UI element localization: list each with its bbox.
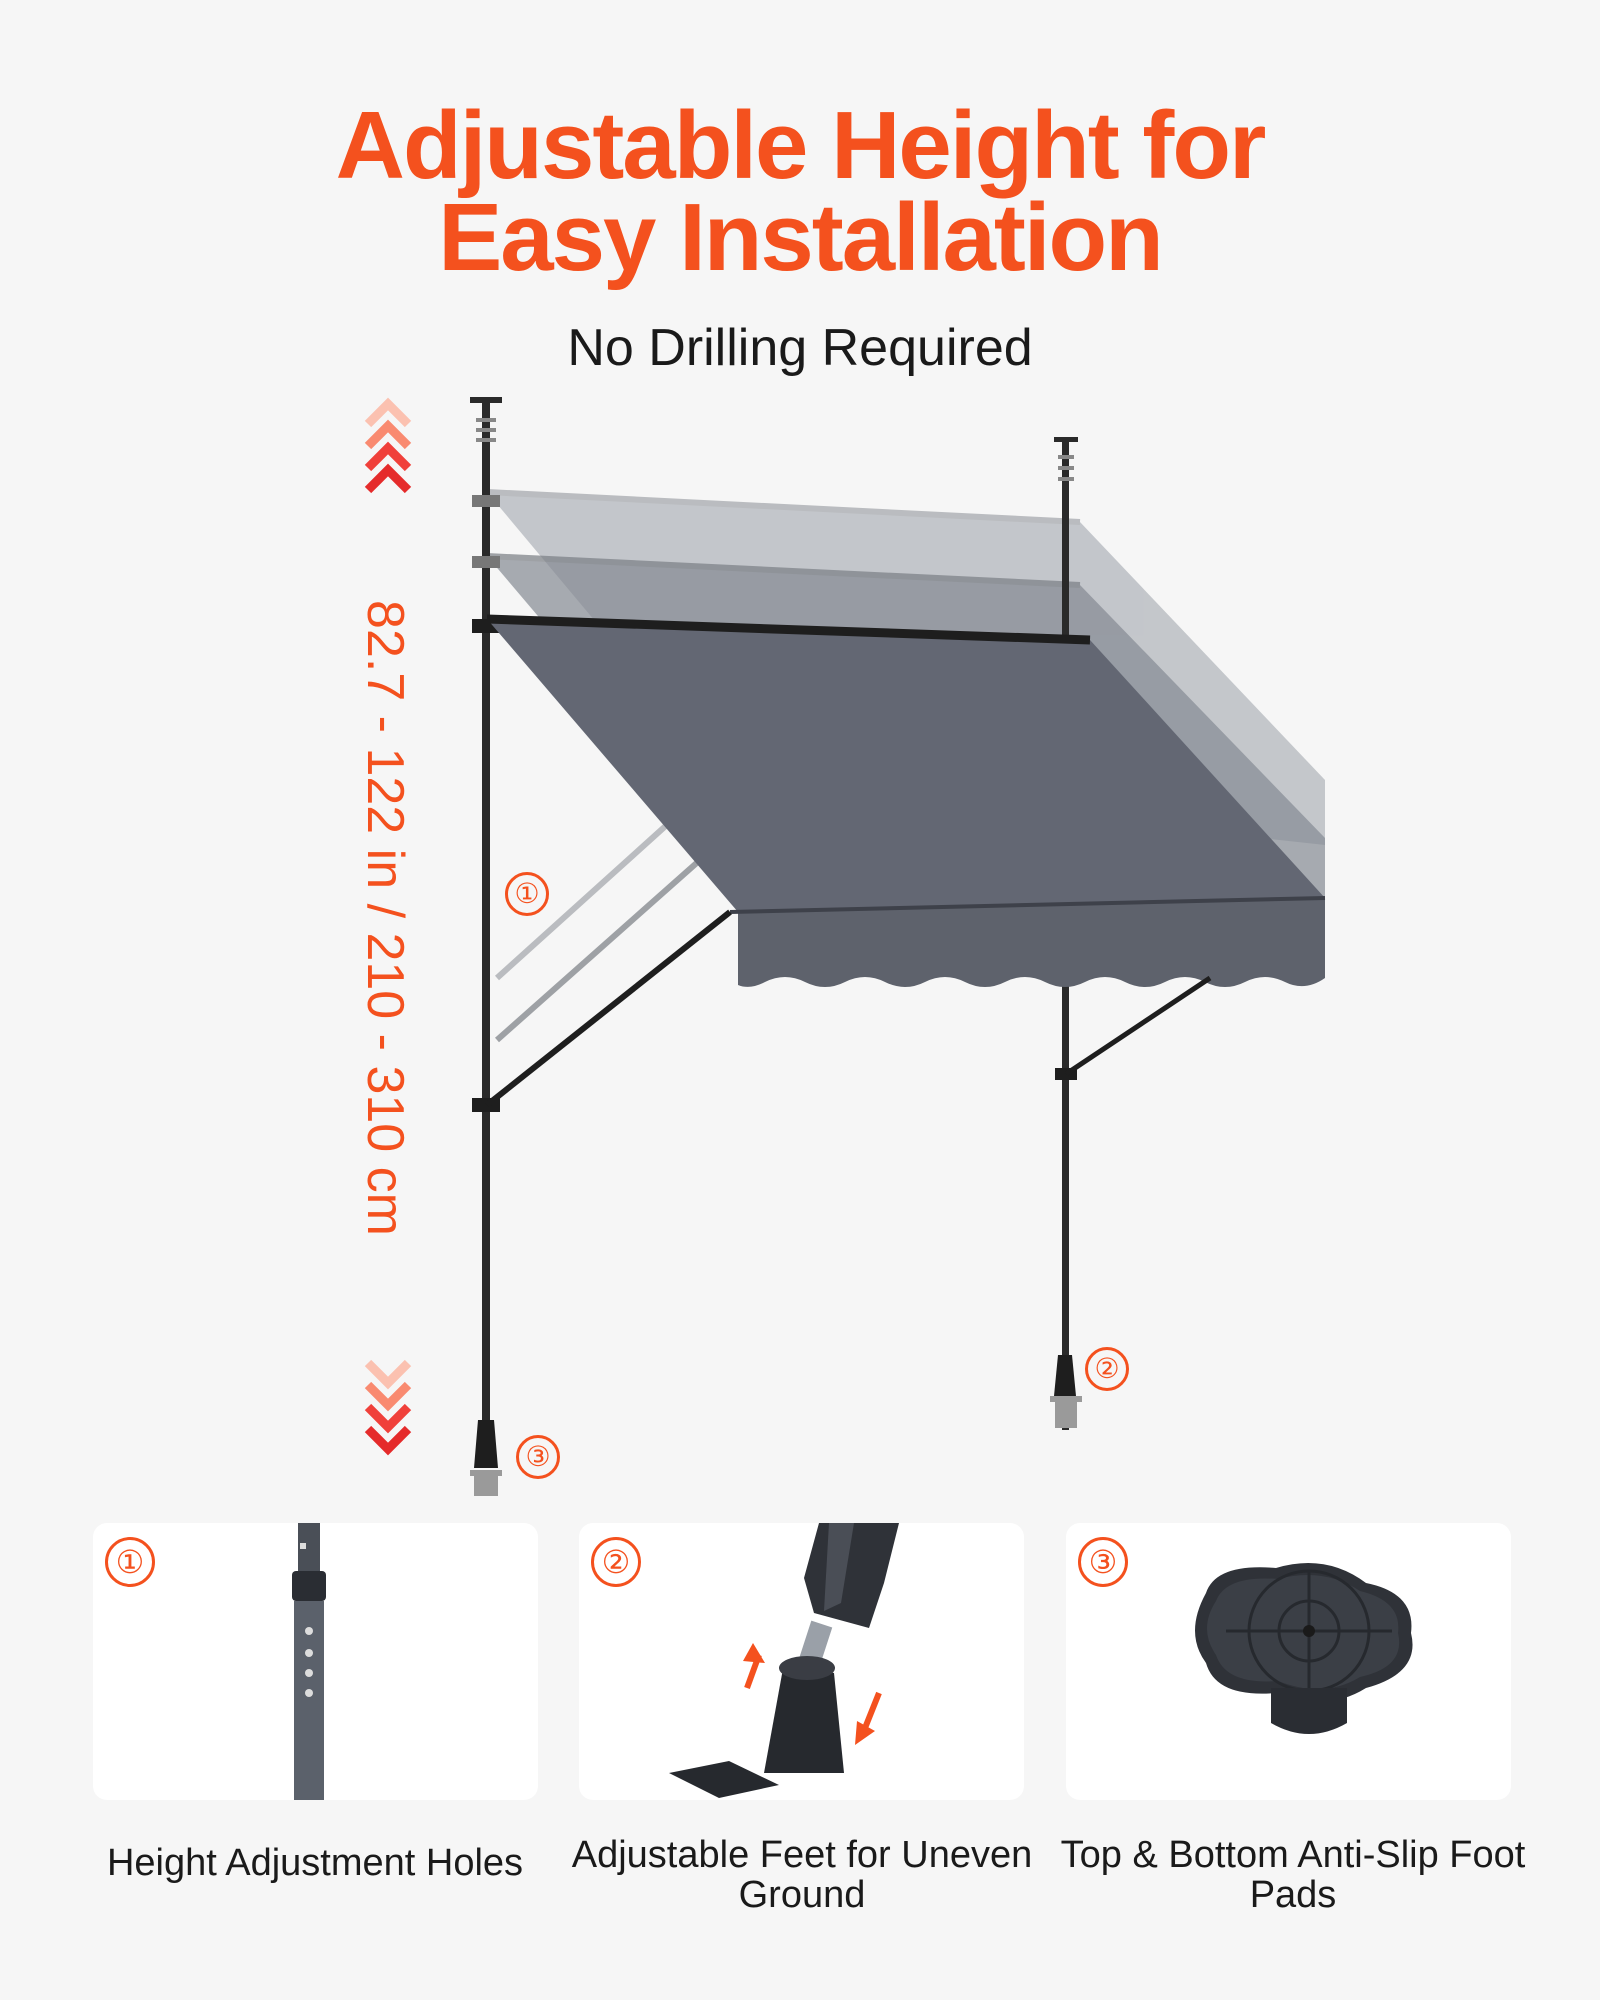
down-arrows-icon (364, 1359, 412, 1456)
feature-card-2: ② (579, 1523, 1024, 1800)
feature-label-2: Adjustable Feet for Uneven Ground (571, 1834, 1033, 1916)
title-line-1: Adjustable Height for (335, 92, 1267, 199)
feature-label-3: Top & Bottom Anti-Slip Foot Pads (1060, 1834, 1526, 1916)
callout-1: ① (505, 872, 549, 916)
foot-pad-icon (1195, 1563, 1413, 1734)
telescopic-pole-icon (292, 1523, 326, 1800)
up-arrows-icon (364, 397, 412, 494)
callout-2: ② (1085, 1347, 1129, 1391)
awning-diagram (364, 397, 1326, 1496)
support-arms (485, 909, 1212, 1108)
feature-card-1: ① (93, 1523, 538, 1800)
callout-3: ③ (516, 1435, 560, 1479)
left-pole (470, 397, 502, 1496)
height-range-text: 82.7 - 122 in / 210 - 310 cm (356, 600, 414, 1236)
feature-card-3: ③ (1066, 1523, 1511, 1800)
page-title: Adjustable Height for Easy Installation (0, 92, 1600, 291)
feature-label-1: Height Adjustment Holes (106, 1842, 524, 1884)
title-line-2: Easy Installation (438, 184, 1164, 291)
feature-number-2: ② (591, 1537, 641, 1587)
feature-number-1: ① (105, 1537, 155, 1587)
awning-fabric (486, 614, 1326, 987)
page-subtitle: No Drilling Required (567, 319, 1033, 377)
feature-number-3: ③ (1078, 1537, 1128, 1587)
feature-cards: ① ② ③ (93, 1523, 1511, 1823)
adjustable-foot-icon (669, 1523, 899, 1798)
